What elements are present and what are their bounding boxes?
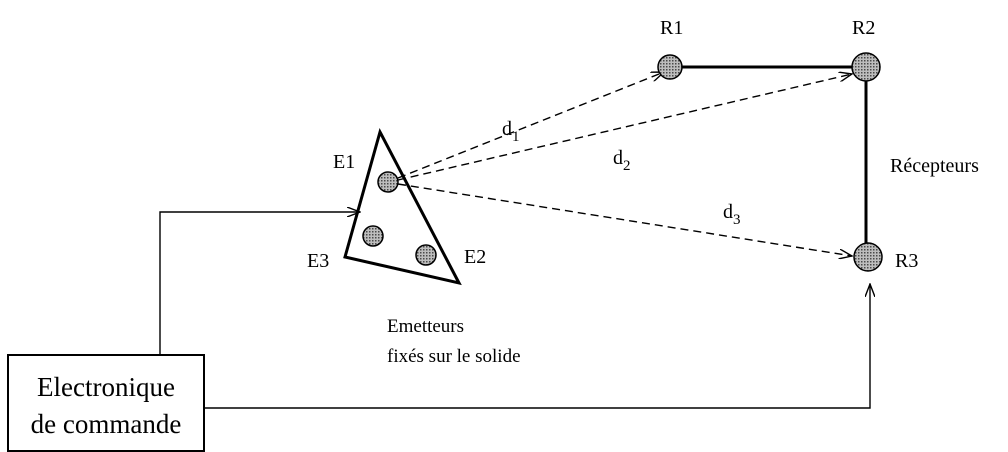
emitter-e3-dot bbox=[362, 225, 384, 247]
control-electronics-box bbox=[7, 354, 205, 452]
receiver-label-r2: R2 bbox=[852, 17, 875, 39]
connector-to-receivers bbox=[204, 284, 870, 409]
distance-label-d2-sub: 2 bbox=[623, 158, 631, 174]
receiver-label-r1: R1 bbox=[660, 17, 683, 39]
emitter-e2-dot bbox=[415, 244, 437, 266]
control-box-line2: de commande bbox=[31, 409, 182, 439]
distance-label-d3: d3 bbox=[723, 201, 741, 228]
distance-ray-d1 bbox=[397, 72, 664, 179]
emitter-label-e1: E1 bbox=[333, 151, 355, 173]
distance-ray-d3 bbox=[397, 183, 852, 256]
receiver-r1-dot bbox=[657, 54, 683, 80]
distance-label-d3-base: d bbox=[723, 201, 733, 223]
distance-label-d3-sub: 3 bbox=[733, 212, 741, 228]
emitter-solid-triangle bbox=[343, 127, 462, 286]
connector-to-emitters bbox=[159, 212, 360, 355]
emitters-caption-line2: fixés sur le solide bbox=[387, 346, 521, 367]
receiver-r2-dot bbox=[851, 52, 881, 82]
emitter-e1-dot bbox=[377, 171, 399, 193]
distance-label-d1: d1 bbox=[502, 118, 520, 145]
receivers-caption: Récepteurs bbox=[890, 155, 979, 177]
control-box-line1: Electronique bbox=[37, 372, 175, 402]
receiver-label-r3: R3 bbox=[895, 250, 918, 272]
emitters-caption-line1: Emetteurs bbox=[387, 316, 464, 337]
emitter-label-e3: E3 bbox=[307, 250, 329, 272]
receiver-r3-dot bbox=[853, 242, 883, 272]
distance-label-d2-base: d bbox=[613, 147, 623, 169]
emitter-label-e2: E2 bbox=[464, 246, 486, 268]
distance-label-d2: d2 bbox=[613, 147, 631, 174]
distance-label-d1-base: d bbox=[502, 118, 512, 140]
distance-label-d1-sub: 1 bbox=[512, 129, 520, 145]
